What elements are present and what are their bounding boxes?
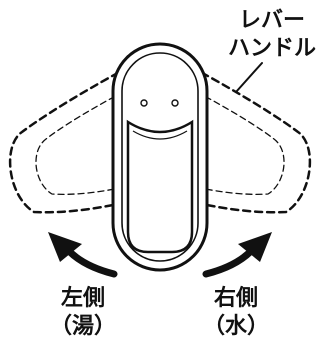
lever-right-dot	[171, 99, 179, 107]
right-ghost-outer-outline	[166, 54, 312, 214]
right-ghost-lever	[166, 54, 312, 214]
lever-handle	[111, 42, 209, 272]
left-ghost-lever	[8, 54, 154, 214]
lever-label-line2: ハンドル	[228, 36, 316, 61]
lever-left-dot	[140, 99, 148, 107]
label-leader-line	[235, 62, 263, 93]
lever-inner-border	[121, 52, 199, 262]
lever-grip-recess	[126, 119, 194, 254]
curved-arrow-counterclockwise-icon	[48, 232, 118, 278]
right-side-label: 右側	[214, 286, 258, 311]
lever-grip-shine	[132, 130, 188, 140]
left-side-label: 左側	[61, 285, 105, 311]
right-ghost-inner-outline	[169, 77, 285, 195]
lever-label-line1: レバー	[239, 8, 305, 33]
left-ghost-outer-outline	[8, 54, 154, 214]
left-side-sublabel: （湯）	[50, 314, 116, 339]
right-side-sublabel: （水）	[203, 314, 269, 339]
left-ghost-inner-outline	[35, 77, 151, 195]
curved-arrow-clockwise-icon	[202, 232, 272, 278]
